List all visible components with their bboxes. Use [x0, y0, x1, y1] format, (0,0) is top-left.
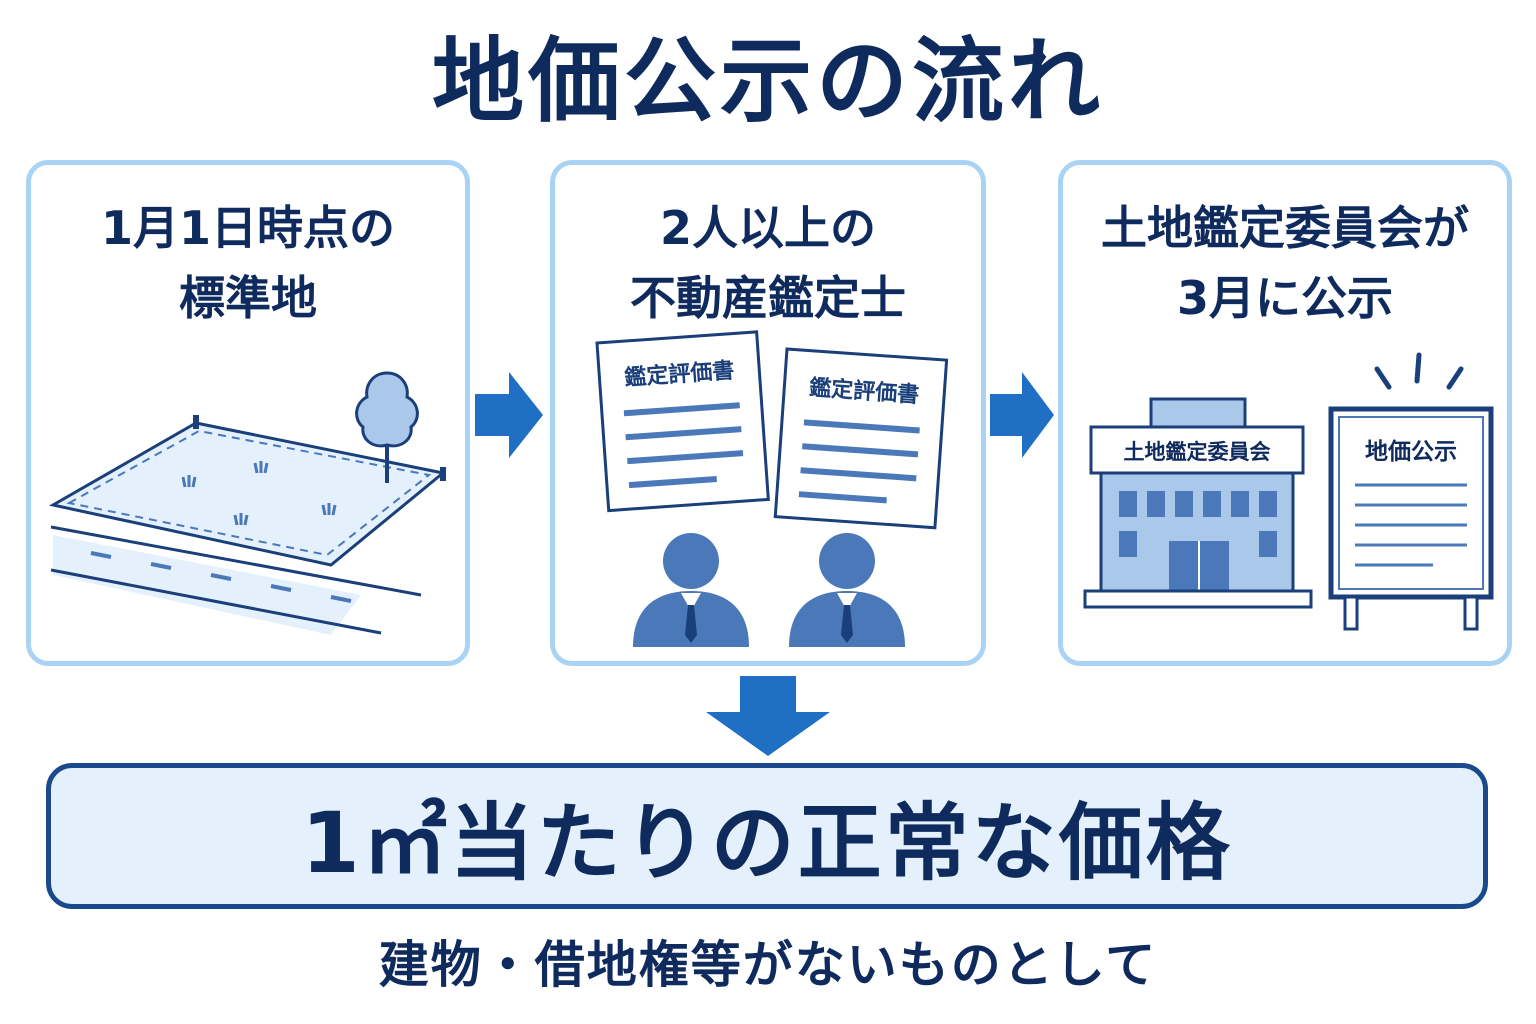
appraisers-illustration: 鑑定評価書 鑑定評価書: [595, 330, 949, 647]
grass-tufts: [181, 461, 337, 526]
plot-boundary: [66, 429, 432, 557]
arrow-down-icon: [706, 676, 830, 756]
step-card-publication: 土地鑑定委員会が 3月に公示 土地鑑定委員会: [1058, 160, 1512, 666]
appraiser-person-icon-2: [789, 533, 905, 647]
step-2-heading: 2人以上の 不動産鑑定士: [555, 193, 981, 333]
step-3-heading-line1: 土地鑑定委員会が: [1101, 201, 1469, 255]
arrow-right-icon-2: [990, 372, 1054, 458]
board-label: 地価公示: [1365, 439, 1457, 465]
publication-illustration: 土地鑑定委員会: [1083, 352, 1494, 631]
tree-icon: [355, 371, 419, 483]
appraisal-document-2: 鑑定評価書: [773, 347, 949, 530]
step-1-heading-line2: 標準地: [179, 271, 317, 325]
step-card-appraisers: 2人以上の 不動産鑑定士 鑑定評価書 鑑定評価書: [550, 160, 986, 666]
building-label: 土地鑑定委員会: [1124, 440, 1271, 464]
road-edge-top: [50, 525, 422, 597]
footnote: 建物・借地権等がないものとして: [378, 936, 1158, 994]
appraiser-person-icon-1: [633, 533, 749, 647]
page-title: 地価公示の流れ: [431, 28, 1104, 135]
appraisal-document-1: 鑑定評価書: [595, 330, 770, 513]
road-dashes: [90, 551, 352, 603]
step-1-heading-line1: 1月1日時点の: [100, 201, 395, 255]
step-3-heading-line2: 3月に公示: [1176, 271, 1393, 325]
road-surface: [53, 535, 361, 635]
committee-building-icon: 土地鑑定委員会: [1083, 397, 1313, 609]
notice-board-icon: 地価公示: [1328, 352, 1494, 631]
land-plot-icon: [48, 371, 447, 635]
road-edge-bottom: [50, 568, 382, 635]
step-1-heading: 1月1日時点の 標準地: [31, 193, 465, 333]
arrow-right-icon-1: [475, 372, 543, 458]
boundary-posts: [193, 415, 446, 481]
result-text: 1㎡当たりの正常な価格: [301, 793, 1233, 892]
step-3-heading: 土地鑑定委員会が 3月に公示: [1063, 193, 1507, 333]
step-2-heading-line1: 2人以上の: [659, 201, 876, 255]
step-2-heading-line2: 不動産鑑定士: [630, 271, 906, 325]
step-card-standard-land: 1月1日時点の 標準地: [26, 160, 470, 666]
result-box: 1㎡当たりの正常な価格: [46, 763, 1488, 909]
